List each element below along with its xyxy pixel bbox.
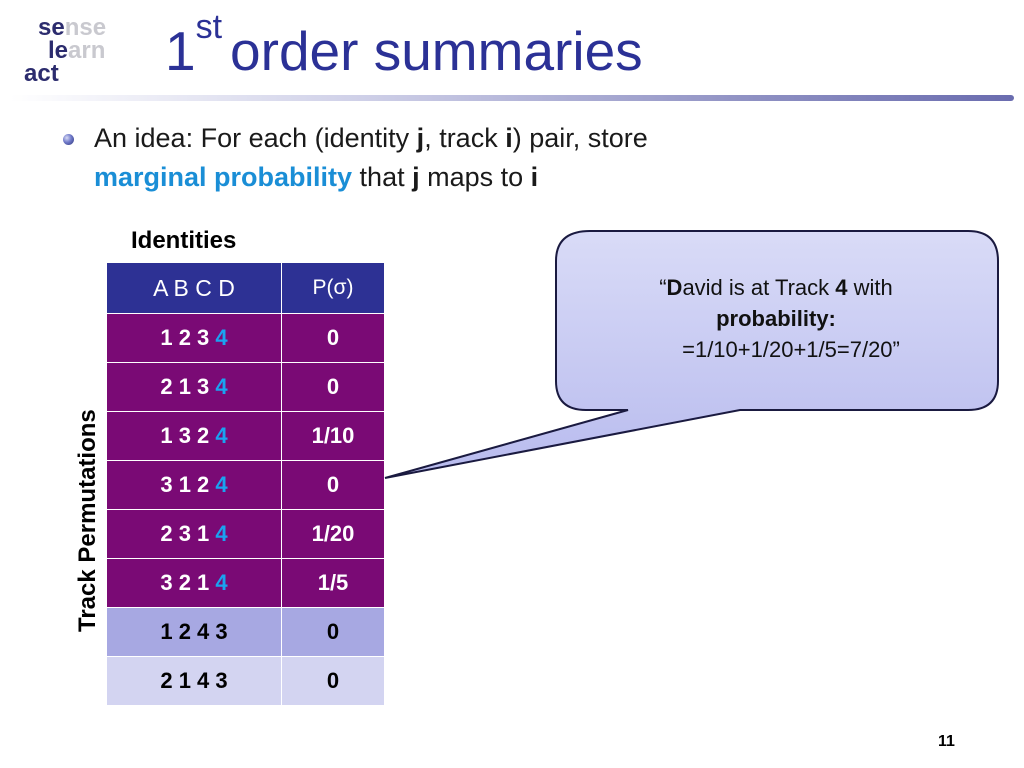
table-row: 1 2 3 4 0 [106,313,385,363]
sense-learn-act-logo: sense learn act [22,12,132,92]
title-text: order summaries [230,20,643,82]
perm-cell: 3 2 1 4 [106,558,282,608]
page-number: 11 [938,733,955,750]
prob-cell: 0 [281,313,385,363]
prob-cell: 1/5 [281,558,385,608]
header-identities: A B C D [106,262,282,314]
prob-cell: 0 [281,362,385,412]
title-number: 1 [165,20,196,82]
table-row: 3 1 2 4 0 [106,460,385,510]
track-permutations-label: Track Permutations [74,409,101,632]
logo-row-learn: learn [48,37,106,64]
logo-row-sense: sense [38,14,107,41]
perm-cell: 2 3 1 4 [106,509,282,559]
permutation-table: A B C D P(σ) 1 2 3 4 0 2 1 3 4 0 1 3 2 4… [106,262,385,706]
table-row: 1 3 2 4 1/10 [106,411,385,461]
prob-cell: 1/20 [281,509,385,559]
perm-cell: 1 2 3 4 [106,313,282,363]
perm-cell: 1 2 4 3 [106,607,282,657]
table-row: 3 2 1 4 1/5 [106,558,385,608]
title-divider [10,95,1014,101]
callout-text: “David is at Track 4 with probability: =… [659,275,900,362]
identities-label: Identities [131,227,237,254]
table-row: 2 1 4 3 0 [106,656,385,706]
perm-cell: 3 1 2 4 [106,460,282,510]
perm-cell: 2 1 4 3 [106,656,282,706]
prob-cell: 0 [281,607,385,657]
highlighted-term: marginal probability [94,162,353,192]
perm-cell: 2 1 3 4 [106,362,282,412]
perm-cell: 1 3 2 4 [106,411,282,461]
table-header-row: A B C D P(σ) [106,262,385,314]
permutation-table-wrapper: A B C D P(σ) 1 2 3 4 0 2 1 3 4 0 1 3 2 4… [106,262,385,706]
table-row: 2 1 3 4 0 [106,362,385,412]
prob-cell: 0 [281,460,385,510]
title-superscript: st [195,8,223,46]
header-probability: P(σ) [281,262,385,314]
table-row: 1 2 4 3 0 [106,607,385,657]
logo-row-act: act [24,60,59,87]
table-row: 2 3 1 4 1/20 [106,509,385,559]
bullet-icon [63,134,74,145]
prob-cell: 1/10 [281,411,385,461]
prob-cell: 0 [281,656,385,706]
bullet-text: An idea: For each (identity j, track i) … [94,123,648,192]
